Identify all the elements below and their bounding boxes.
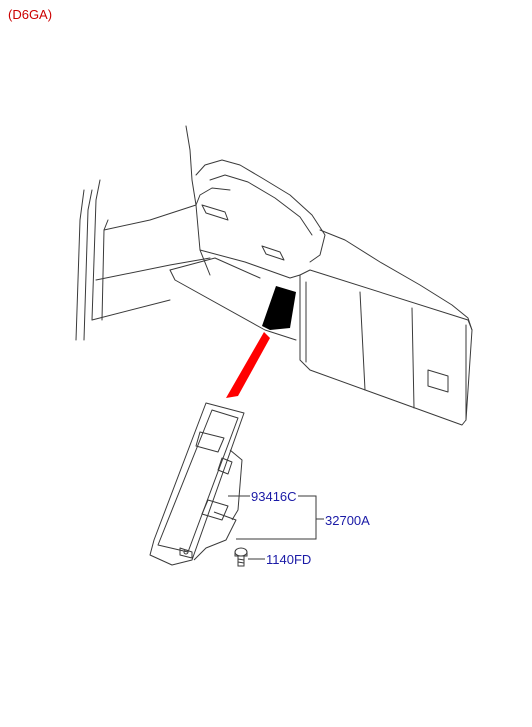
part-number-93416c[interactable]: 93416C: [251, 489, 297, 504]
vehicle-interior-outline: [75, 125, 473, 426]
bolt-icon: [234, 547, 248, 567]
pedal-location-marker: [262, 286, 296, 330]
engine-code-label: (D6GA): [8, 7, 53, 22]
part-number-32700a[interactable]: 32700A: [325, 513, 370, 528]
part-number-1140fd[interactable]: 1140FD: [266, 552, 312, 567]
accelerator-pedal-assembly: [149, 402, 245, 566]
red-pointer-arrow: [226, 332, 270, 398]
leader-lines: [228, 495, 324, 560]
